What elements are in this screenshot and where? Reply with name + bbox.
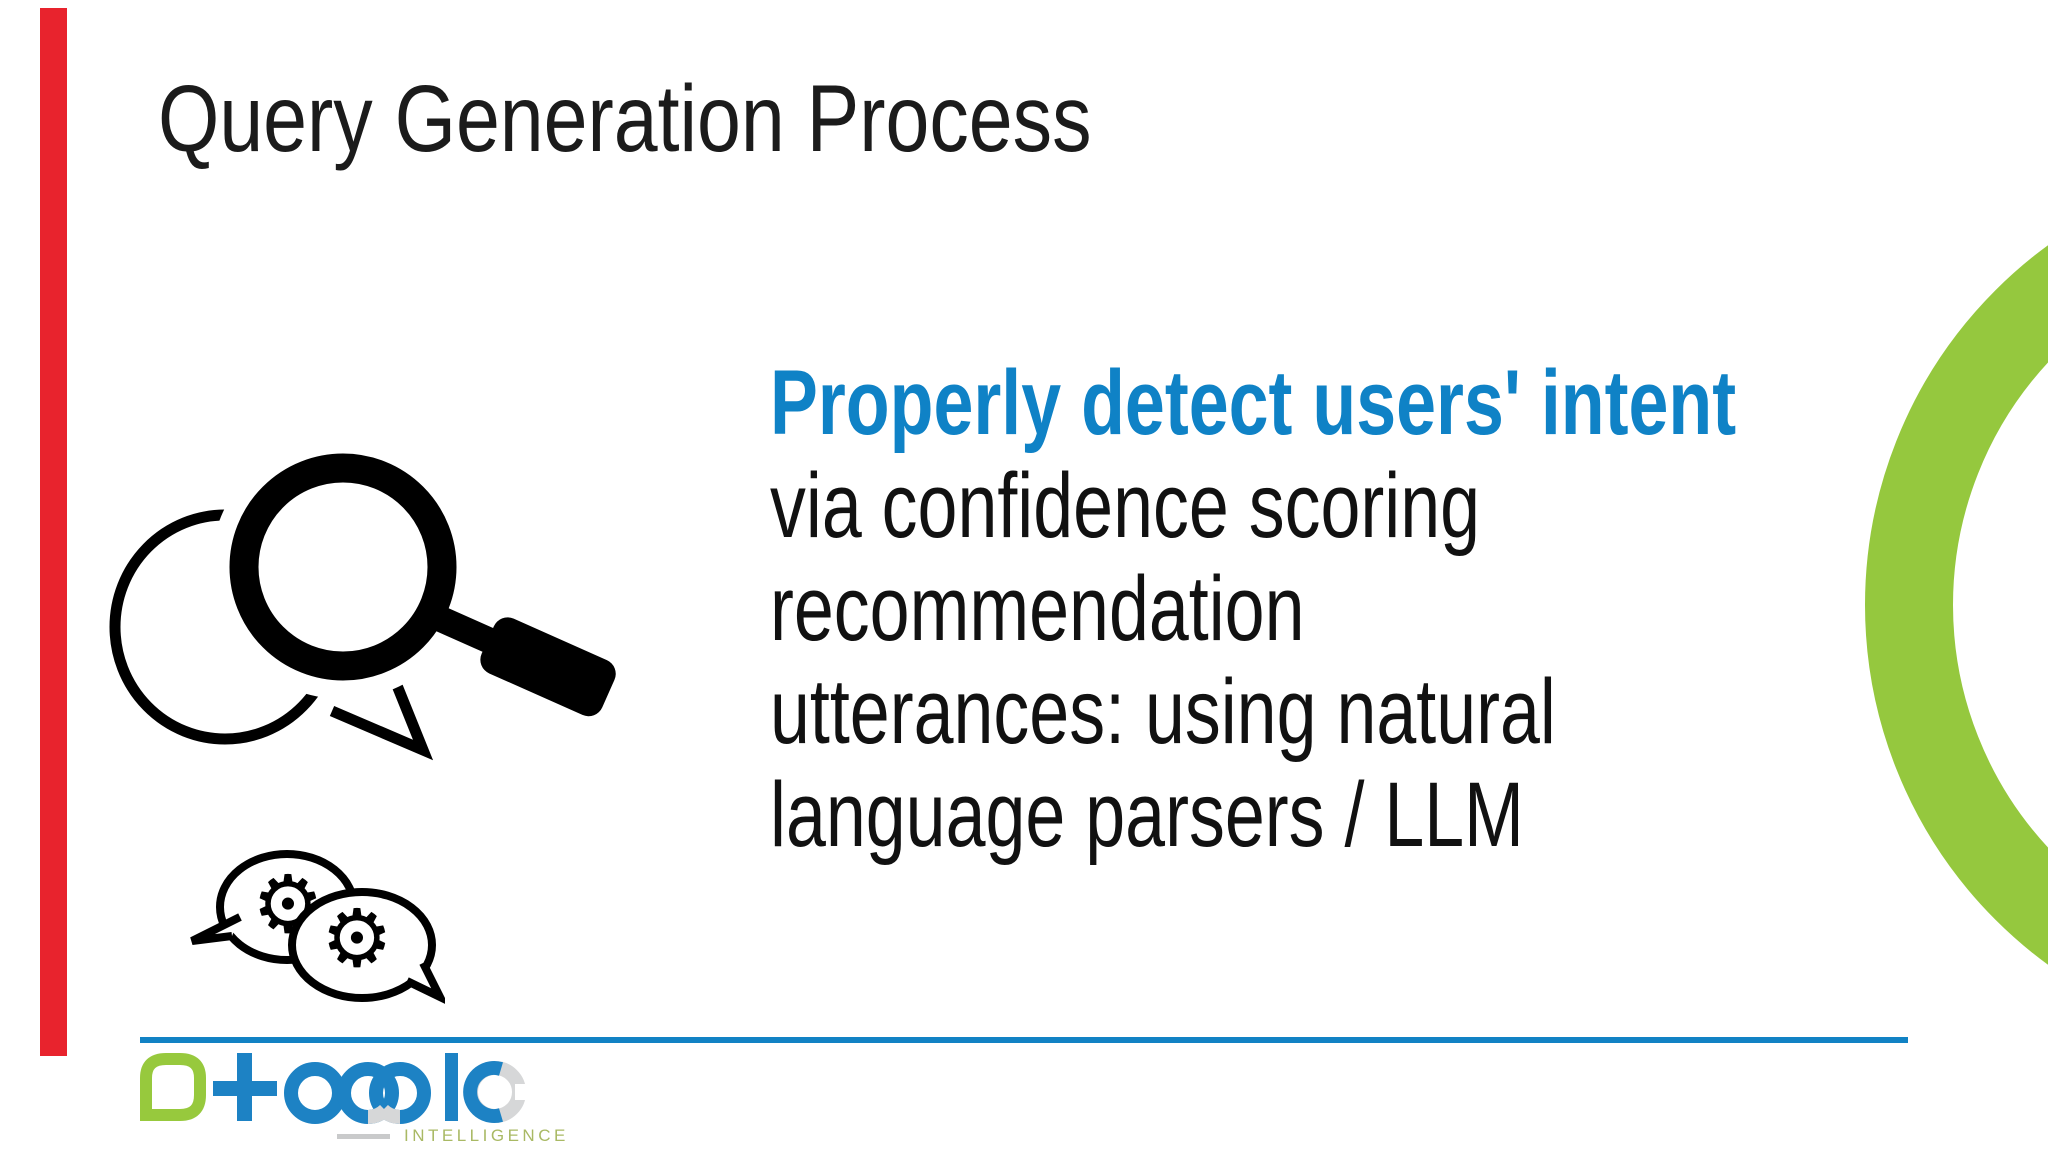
left-accent-bar xyxy=(40,8,67,1056)
brand-wordmark xyxy=(140,1053,537,1139)
search-speech-bubble-graphic xyxy=(109,435,616,761)
body-line: language parsers / LLM xyxy=(770,764,1524,866)
headline: Properly detect users' intent xyxy=(770,352,1737,454)
gears-conversation-graphic: ⚙ ⚙ xyxy=(190,850,449,1006)
green-ring-decoration xyxy=(1865,160,2048,1050)
body-line: recommendation xyxy=(770,558,1305,660)
gears-conversation-icon: ⚙ ⚙ xyxy=(185,845,449,1006)
gear-icon: ⚙ xyxy=(321,892,393,985)
brand-logo: INTELLIGENCE xyxy=(138,1048,565,1152)
bottom-divider-line xyxy=(140,1037,1908,1043)
body-line: via confidence scoring xyxy=(770,455,1481,557)
body-text-block: Properly detect users' intent via confid… xyxy=(770,352,1736,867)
search-speech-bubble-icon xyxy=(100,430,620,770)
page-title: Query Generation Process xyxy=(158,66,1092,172)
brand-tagline: INTELLIGENCE xyxy=(404,1126,569,1145)
body-line: utterances: using natural xyxy=(770,661,1556,763)
